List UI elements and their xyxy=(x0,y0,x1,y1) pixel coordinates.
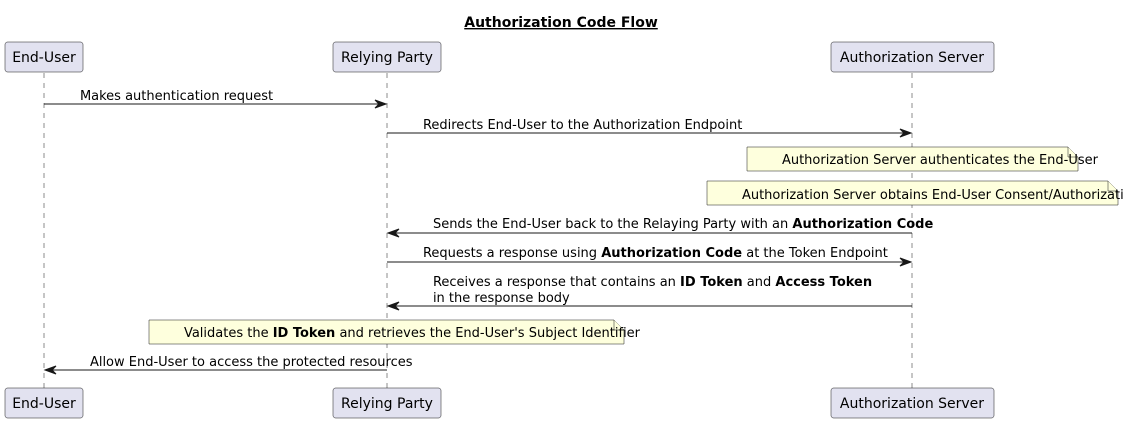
message-label: Redirects End-User to the Authorization … xyxy=(394,118,763,133)
participant-end-user-bottom: End-User xyxy=(4,387,84,419)
message-label: Makes authentication request xyxy=(51,89,294,104)
message-label: Requests a response using Authorization … xyxy=(394,246,909,261)
participant-label: Relying Party xyxy=(341,50,433,66)
message-label: Receives a response that contains an ID … xyxy=(404,275,893,290)
diagram-title: Authorization Code Flow xyxy=(464,15,658,31)
participant-label: Authorization Server xyxy=(840,396,984,412)
message-authentication-request: Makes authentication request xyxy=(44,89,388,109)
message-label-line-2: in the response body xyxy=(404,291,590,306)
note-obtains-consent: Authorization Server obtains End-User Co… xyxy=(706,180,1124,206)
message-redirect-to-authorization-endpoint: Redirects End-User to the Authorization … xyxy=(387,118,913,138)
message-receive-tokens: Receives a response that contains an ID … xyxy=(386,275,912,311)
message-send-back-with-authorization-code: Sends the End-User back to the Relaying … xyxy=(386,217,954,238)
participant-label: Relying Party xyxy=(341,396,433,412)
participant-authorization-server-top: Authorization Server xyxy=(830,41,995,73)
participant-label: End-User xyxy=(12,396,76,412)
note-label: Validates the ID Token and retrieves the… xyxy=(155,326,661,341)
note-label: Authorization Server authenticates the E… xyxy=(753,153,1119,168)
arrow-left-icon xyxy=(43,365,57,375)
arrow-right-icon xyxy=(374,99,388,109)
message-allow-access: Allow End-User to access the protected r… xyxy=(43,355,433,375)
note-label: Authorization Server obtains End-User Co… xyxy=(713,188,1124,203)
participant-relying-party-top: Relying Party xyxy=(332,41,442,73)
note-validate-id-token: Validates the ID Token and retrieves the… xyxy=(148,319,661,345)
arrow-right-icon xyxy=(899,128,913,138)
participant-end-user-top: End-User xyxy=(4,41,84,73)
participant-label: End-User xyxy=(12,50,76,66)
message-label: Sends the End-User back to the Relaying … xyxy=(404,217,954,232)
arrow-right-icon xyxy=(899,257,913,267)
note-authenticates-end-user: Authorization Server authenticates the E… xyxy=(746,146,1119,172)
message-label: Allow End-User to access the protected r… xyxy=(61,355,433,370)
arrow-left-icon xyxy=(386,301,400,311)
message-request-token: Requests a response using Authorization … xyxy=(387,246,913,267)
participant-authorization-server-bottom: Authorization Server xyxy=(830,387,995,419)
participant-relying-party-bottom: Relying Party xyxy=(332,387,442,419)
arrow-left-icon xyxy=(386,228,400,238)
participant-label: Authorization Server xyxy=(840,50,984,66)
